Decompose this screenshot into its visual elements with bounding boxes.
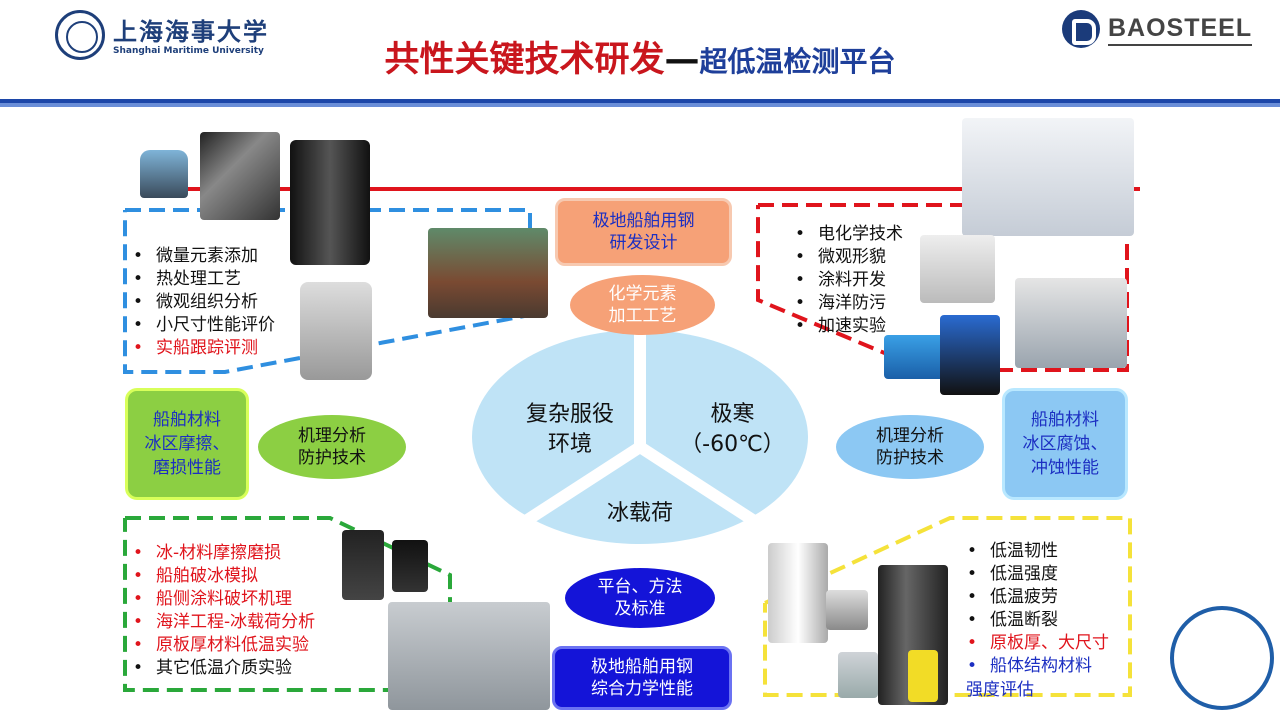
list-item: 其它低温介质实验 — [130, 657, 315, 680]
list-item: 微观组织分析 — [130, 291, 275, 314]
panel-bottom-right-border — [763, 516, 1132, 697]
erosion-rig-photo — [940, 315, 1000, 395]
smu-seal-icon — [55, 10, 105, 60]
list-item: 热处理工艺 — [130, 268, 275, 291]
ellipse-platform: 平台、方法 及标准 — [565, 568, 715, 628]
potentiostat-photo — [884, 335, 944, 379]
panel-bottom-right-list: 低温韧性 低温强度 低温疲劳 低温断裂 原板厚、大尺寸 船体结构材料 — [964, 540, 1109, 678]
baosteel-logo: BAOSTEEL — [1062, 10, 1253, 50]
list-item: 海洋工程-冰载荷分析 — [130, 611, 315, 634]
cold-chamber-panel-photo — [392, 540, 428, 592]
list-item: 加速实验 — [792, 315, 903, 338]
panel-top-left-border — [123, 208, 532, 374]
list-item: 海洋防污 — [792, 292, 903, 315]
panel-bottom-left-list: 冰-材料摩擦磨损 船舶破冰模拟 船侧涂料破坏机理 海洋工程-冰载荷分析 原板厚材… — [130, 542, 315, 680]
box-corrosion-erosion: 船舶材料 冰区腐蚀、 冲蚀性能 — [1002, 388, 1128, 500]
ship-steel-photo — [428, 228, 548, 318]
list-item: 微量元素添加 — [130, 245, 275, 268]
title-dash: — — [664, 40, 700, 80]
tensile-tester-photo — [768, 543, 828, 643]
desk-pc-photo — [838, 652, 878, 698]
microscope-photo — [300, 282, 372, 380]
baosteel-mark-icon — [1062, 10, 1100, 48]
list-item: 船侧涂料破坏机理 — [130, 588, 315, 611]
list-item: 低温断裂 — [964, 609, 1109, 632]
impact-tester-photo — [908, 650, 938, 702]
panel-bottom-right-tail: 强度评估 — [966, 680, 1034, 700]
list-item: 船舶破冰模拟 — [130, 565, 315, 588]
center-pie — [472, 330, 808, 544]
list-item: 低温疲劳 — [964, 586, 1109, 609]
smu-name-en: Shanghai Maritime University — [113, 46, 264, 56]
ellipse-right-mechanism: 机理分析 防护技术 — [836, 415, 984, 479]
cryostat-photo — [200, 132, 280, 220]
computer-desk-photo — [826, 590, 868, 630]
smu-logo: 上海海事大学 Shanghai Maritime University — [55, 10, 267, 62]
list-item: 原板厚、大尺寸 — [964, 632, 1109, 655]
panel-top-right-border — [756, 203, 1129, 372]
cold-room-photo — [388, 602, 550, 710]
list-item: 低温韧性 — [964, 540, 1109, 563]
list-item: 冰-材料摩擦磨损 — [130, 542, 315, 565]
ellipse-left-mechanism: 机理分析 防护技术 — [258, 415, 406, 479]
panel-top-right-list: 电化学技术 微观形貌 涂料开发 海洋防污 加速实验 — [792, 223, 903, 338]
panel-top-left-list: 微量元素添加 热处理工艺 微观组织分析 小尺寸性能评价 实船跟踪评测 — [130, 245, 275, 360]
list-item: 涂料开发 — [792, 269, 903, 292]
list-item: 实船跟踪评测 — [130, 337, 275, 360]
ellipse-chemistry: 化学元素 加工工艺 — [570, 275, 715, 335]
title-part2: 超低温检测平台 — [699, 45, 896, 78]
title-part1: 共性关键技术研发 — [384, 40, 665, 80]
list-item: 原板厚材料低温实验 — [130, 634, 315, 657]
pie-label-ice-load: 冰载荷 — [606, 501, 673, 526]
workstation-photo — [1015, 278, 1127, 368]
pie-label-cold: 极寒 （-60℃） — [680, 402, 785, 457]
box-friction-wear: 船舶材料 冰区摩擦、 磨损性能 — [125, 388, 249, 500]
test-machine-photo — [290, 140, 370, 265]
list-item: 低温强度 — [964, 563, 1109, 586]
cold-chamber-small-photo — [342, 530, 384, 600]
list-item: 微观形貌 — [792, 246, 903, 269]
baosteel-name: BAOSTEEL — [1108, 14, 1253, 46]
page-title: 共性关键技术研发—超低温检测平台 — [0, 31, 1280, 82]
box-mechanical: 极地船舶用钢 综合力学性能 — [552, 646, 732, 710]
smu-name-cn: 上海海事大学 — [113, 17, 269, 46]
xrf-analyzer-photo — [140, 150, 188, 198]
sem-photo — [962, 118, 1134, 236]
list-item: 电化学技术 — [792, 223, 903, 246]
header-divider — [0, 99, 1280, 107]
top-red-line — [140, 187, 1140, 191]
pie-label-environment: 复杂服役 环境 — [525, 402, 614, 457]
box-steel-design: 极地船舶用钢 研发设计 — [555, 198, 732, 266]
salt-spray-chamber-photo — [920, 235, 995, 303]
list-item: 小尺寸性能评价 — [130, 314, 275, 337]
lab-seal-photo — [1170, 606, 1274, 710]
list-item: 船体结构材料 — [964, 655, 1109, 678]
